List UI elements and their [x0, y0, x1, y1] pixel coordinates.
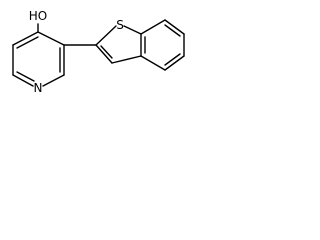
hydroxyl-label: HO [29, 9, 47, 23]
nitrogen-label: N [34, 81, 43, 95]
bond-c3-c2 [95, 44, 113, 64]
bond-n1-c6 [12, 74, 34, 87]
sulfur-label: S [116, 18, 124, 32]
bond-c7-c6-inner [164, 24, 181, 37]
bond-c4-c3a [140, 55, 166, 71]
bond-c7a-c7 [140, 19, 166, 35]
bond-n1-c6-inner [16, 71, 35, 82]
bond-c5-c4-inner [16, 36, 39, 49]
bond-c5-c4 [164, 55, 185, 71]
bond-c2-n1 [42, 74, 65, 87]
bond-c7-c6 [164, 19, 185, 35]
bond-c5-c4-inner [164, 53, 181, 66]
bond-c3a-c3 [111, 55, 142, 64]
bond-c5-c4 [12, 31, 39, 46]
molecular-structure: HO S N [12, 9, 185, 95]
thiophene-ring [95, 25, 142, 64]
atom-labels: HO S N [29, 9, 124, 95]
benzene-ring [140, 19, 185, 71]
bond-c4-c3 [37, 31, 65, 46]
bond-c2-s1 [95, 25, 117, 46]
pyridine-ring [12, 23, 65, 87]
bond-c3-c2-inner [100, 45, 113, 59]
bond-s1-c7a [123, 25, 142, 35]
